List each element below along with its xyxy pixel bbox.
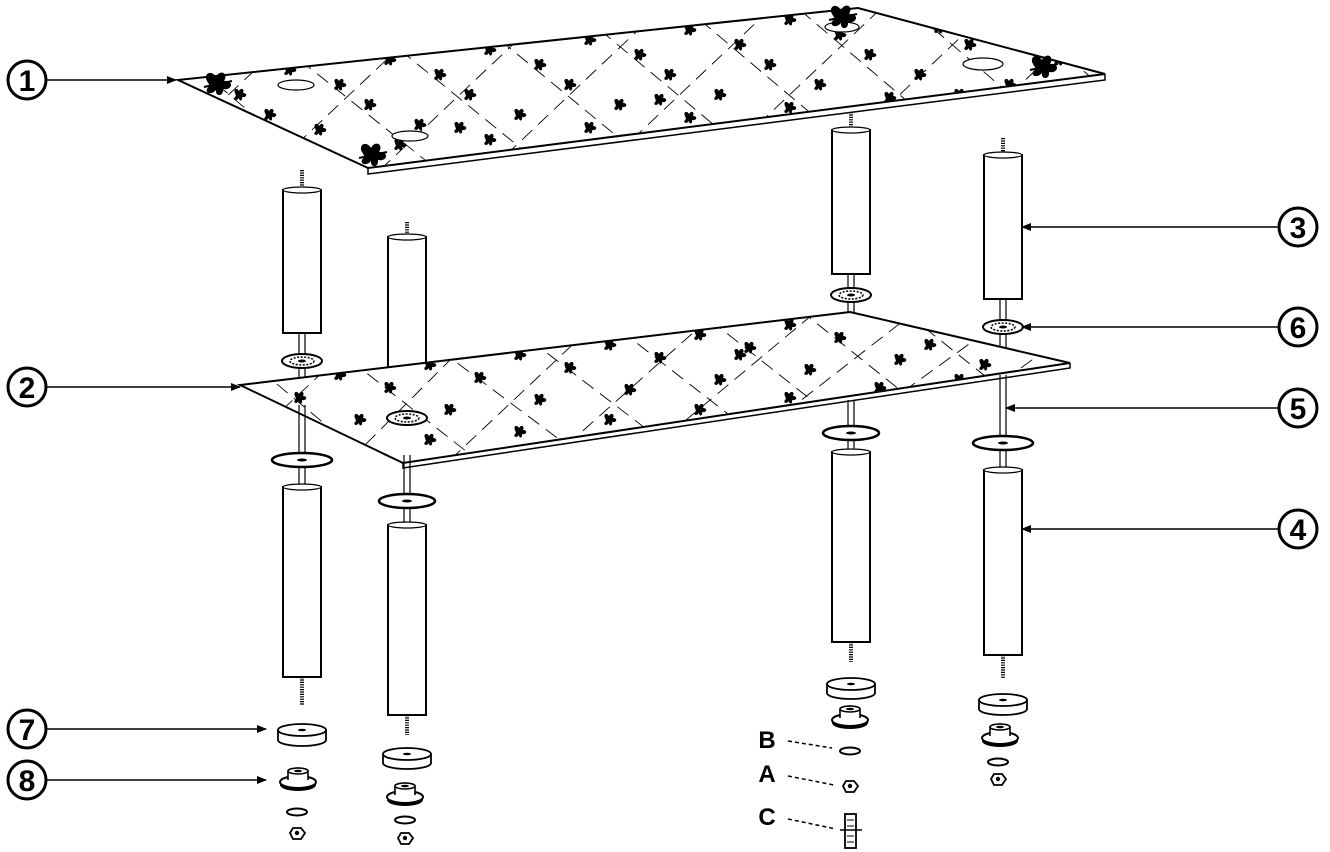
hardware-label-c: C [758,804,837,831]
callout-3: 3 [1021,206,1319,248]
callout-8: 8 [6,759,267,801]
connector-rod-front-left [298,405,306,487]
lower-post-front-left [282,483,322,705]
hardware-label-b: B [758,727,833,754]
callout-7-label: 7 [19,714,36,747]
hex-nut-back-left [396,832,415,845]
upper-post-front-left [282,170,322,390]
hardware-leader-c [787,818,837,830]
hardware-label-a: A [758,761,835,788]
foot-pad-front-right [978,693,1028,716]
lock-washer-front-right [987,757,1009,767]
callout-4: 4 [1021,508,1319,550]
hex-nut-front-right [989,773,1008,786]
grommet-front-left [281,353,323,369]
lower-post-front-right [983,466,1023,678]
hardware-leader-a [787,775,835,786]
hardware-letter-c: C [758,804,775,831]
lock-washer-front-left [286,807,308,817]
washer-front-left [270,451,334,469]
callout-6-label: 6 [1290,312,1307,345]
upper-post-back-left [387,222,427,410]
foot-pad-back-left [382,747,432,770]
callout-7: 7 [6,708,267,750]
leveler-front-left [279,767,317,791]
lower-post-back-right [831,448,871,662]
callout-2-label: 2 [19,372,36,405]
leveler-front-right [981,723,1019,747]
hardware-leader-b [787,740,833,749]
lower-post-back-left [387,521,427,735]
callout-3-label: 3 [1290,212,1307,245]
callout-5: 5 [1005,387,1319,429]
threaded-bolt [840,813,862,849]
foot-pad-front-left [277,723,327,747]
grommet-front-right [982,319,1024,335]
callout-4-label: 4 [1290,514,1307,547]
callout-6: 6 [1021,306,1319,348]
grommet-back-left [386,410,428,426]
top-shelf-panel [174,4,1106,175]
upper-post-front-right [983,138,1023,365]
leveler-back-left [386,782,424,806]
washer-back-right [821,424,881,442]
callout-5-label: 5 [1290,393,1307,426]
washer-front-right [971,434,1035,452]
connector-rod-back-left [403,455,411,525]
hex-nut-back-right [841,780,860,793]
leveler-back-right [831,705,869,729]
callout-1: 1 [6,59,177,101]
grommet-back-right [830,287,872,303]
hex-nut-front-left [288,827,307,840]
upper-post-back-right [831,112,871,320]
callout-2: 2 [6,366,241,408]
callout-1-label: 1 [19,65,36,98]
hardware-letter-a: A [758,761,775,788]
foot-pad-back-right [826,677,876,700]
callout-8-label: 8 [19,765,36,798]
washer-back-left [377,492,437,510]
bottom-shelf-panel [236,310,1071,469]
lock-washer-back-right [839,746,861,756]
connector-rod-front-right [999,375,1007,470]
hardware-letter-b: B [758,727,775,754]
lock-washer-back-left [394,815,416,825]
